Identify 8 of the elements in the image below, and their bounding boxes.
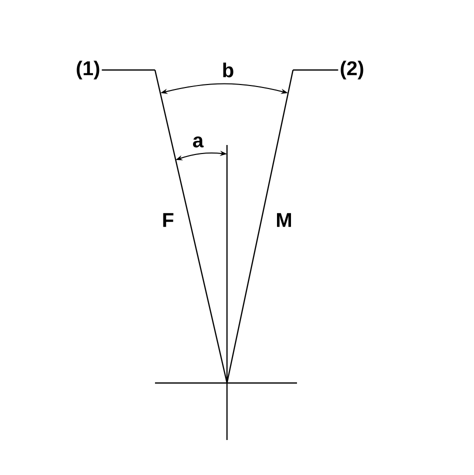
leader-line bbox=[293, 69, 338, 71]
line-label: M bbox=[277, 213, 291, 227]
line-label: F bbox=[163, 213, 174, 227]
dimension-label: a bbox=[193, 136, 204, 148]
part-number: (2) bbox=[340, 60, 364, 80]
leader-line bbox=[102, 69, 155, 71]
part-number: (1) bbox=[76, 60, 100, 80]
dimension-label: b bbox=[223, 62, 234, 78]
